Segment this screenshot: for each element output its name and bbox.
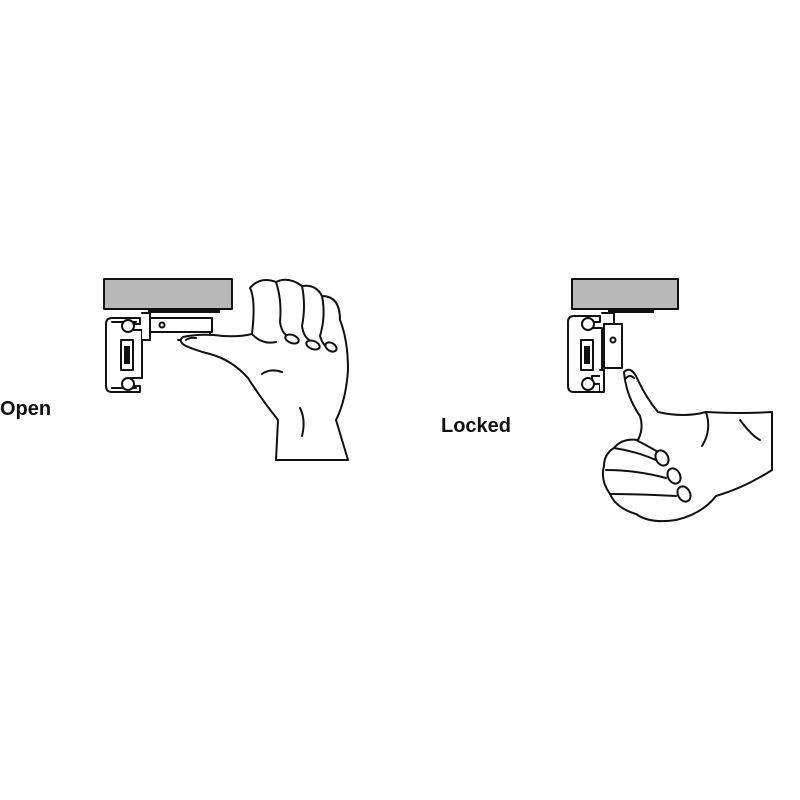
open-label: Open: [0, 398, 52, 420]
locked-latch: [599, 312, 623, 393]
open-mount-strip: [148, 309, 220, 313]
locked-table-top: [571, 278, 679, 310]
locked-drawer-profile: [567, 315, 603, 393]
locked-mount-strip: [608, 309, 654, 313]
open-drawer-profile: [105, 317, 143, 393]
locked-label: Locked: [441, 415, 512, 437]
open-hand: [179, 278, 349, 461]
locked-hand: [601, 368, 773, 523]
